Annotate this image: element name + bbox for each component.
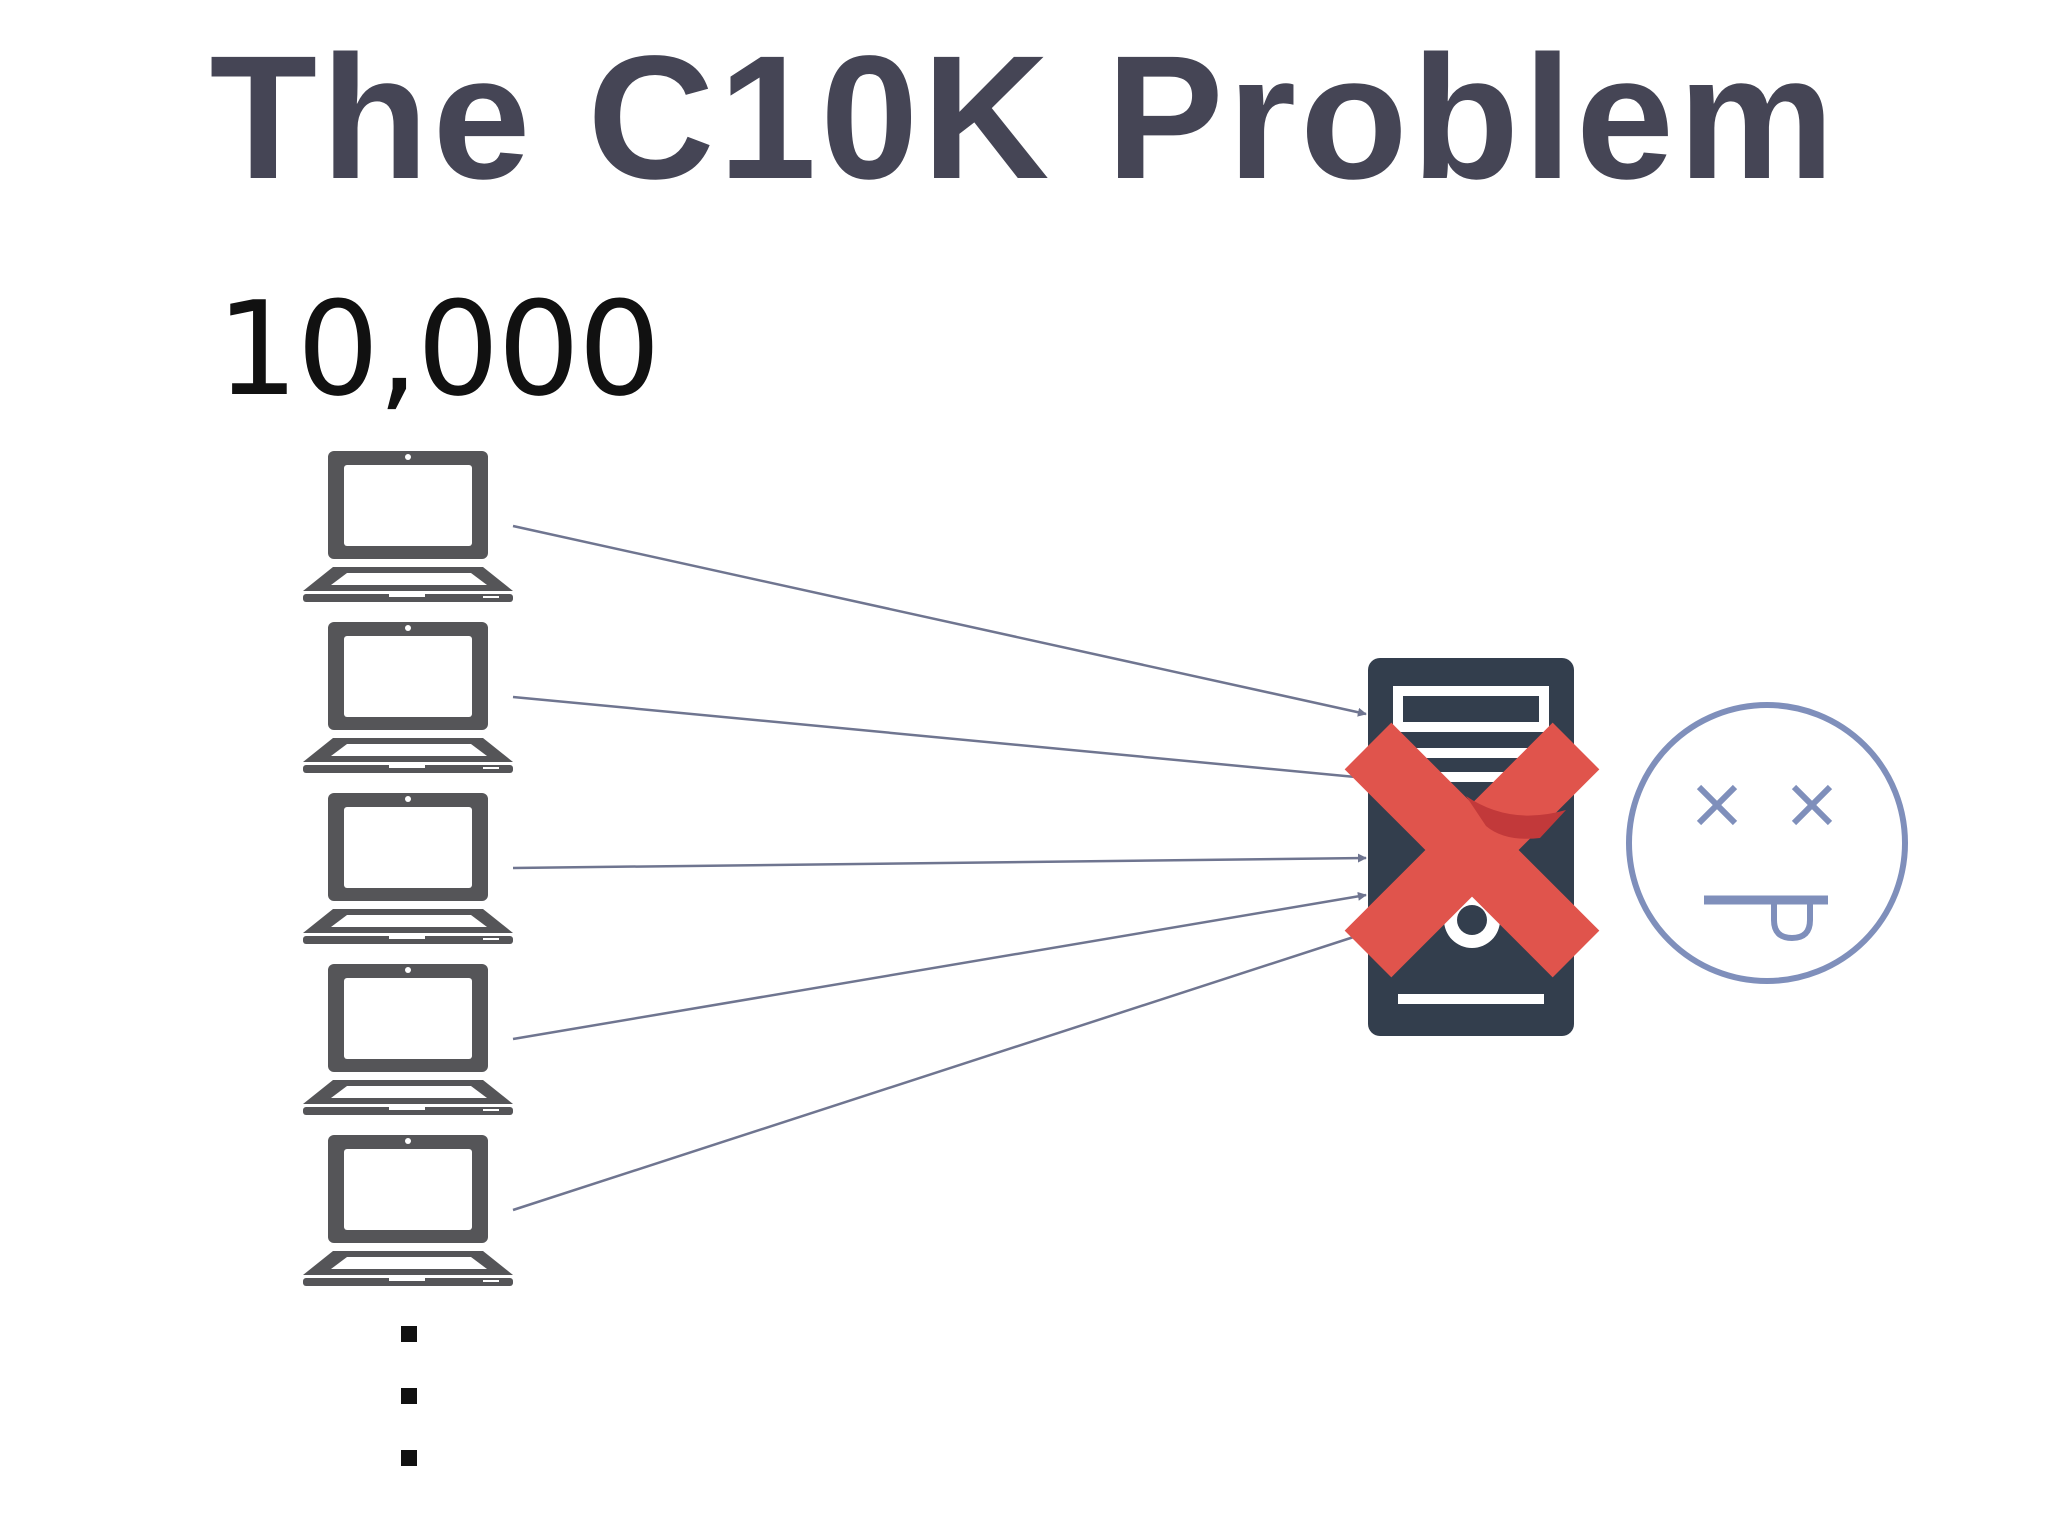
- laptop-icon: [303, 964, 513, 1115]
- connection-arrow: [512, 891, 1367, 1041]
- vertical-ellipsis-icon: [401, 1326, 417, 1466]
- laptop-icon: [303, 1135, 513, 1286]
- dead-face-icon: [1626, 702, 1908, 984]
- page-title: The C10K Problem: [209, 20, 1839, 216]
- client-count-label: 10,000: [216, 273, 661, 425]
- laptop-icon: [303, 622, 513, 773]
- connection-arrows: [512, 524, 1367, 1212]
- connection-arrow: [512, 931, 1367, 1212]
- connection-arrow: [512, 695, 1367, 782]
- cross-mark-icon: [1344, 722, 1600, 978]
- connection-arrow: [512, 524, 1367, 717]
- client-laptops: [303, 451, 513, 1286]
- laptop-icon: [303, 793, 513, 944]
- laptop-icon: [303, 451, 513, 602]
- connection-arrow: [512, 853, 1367, 870]
